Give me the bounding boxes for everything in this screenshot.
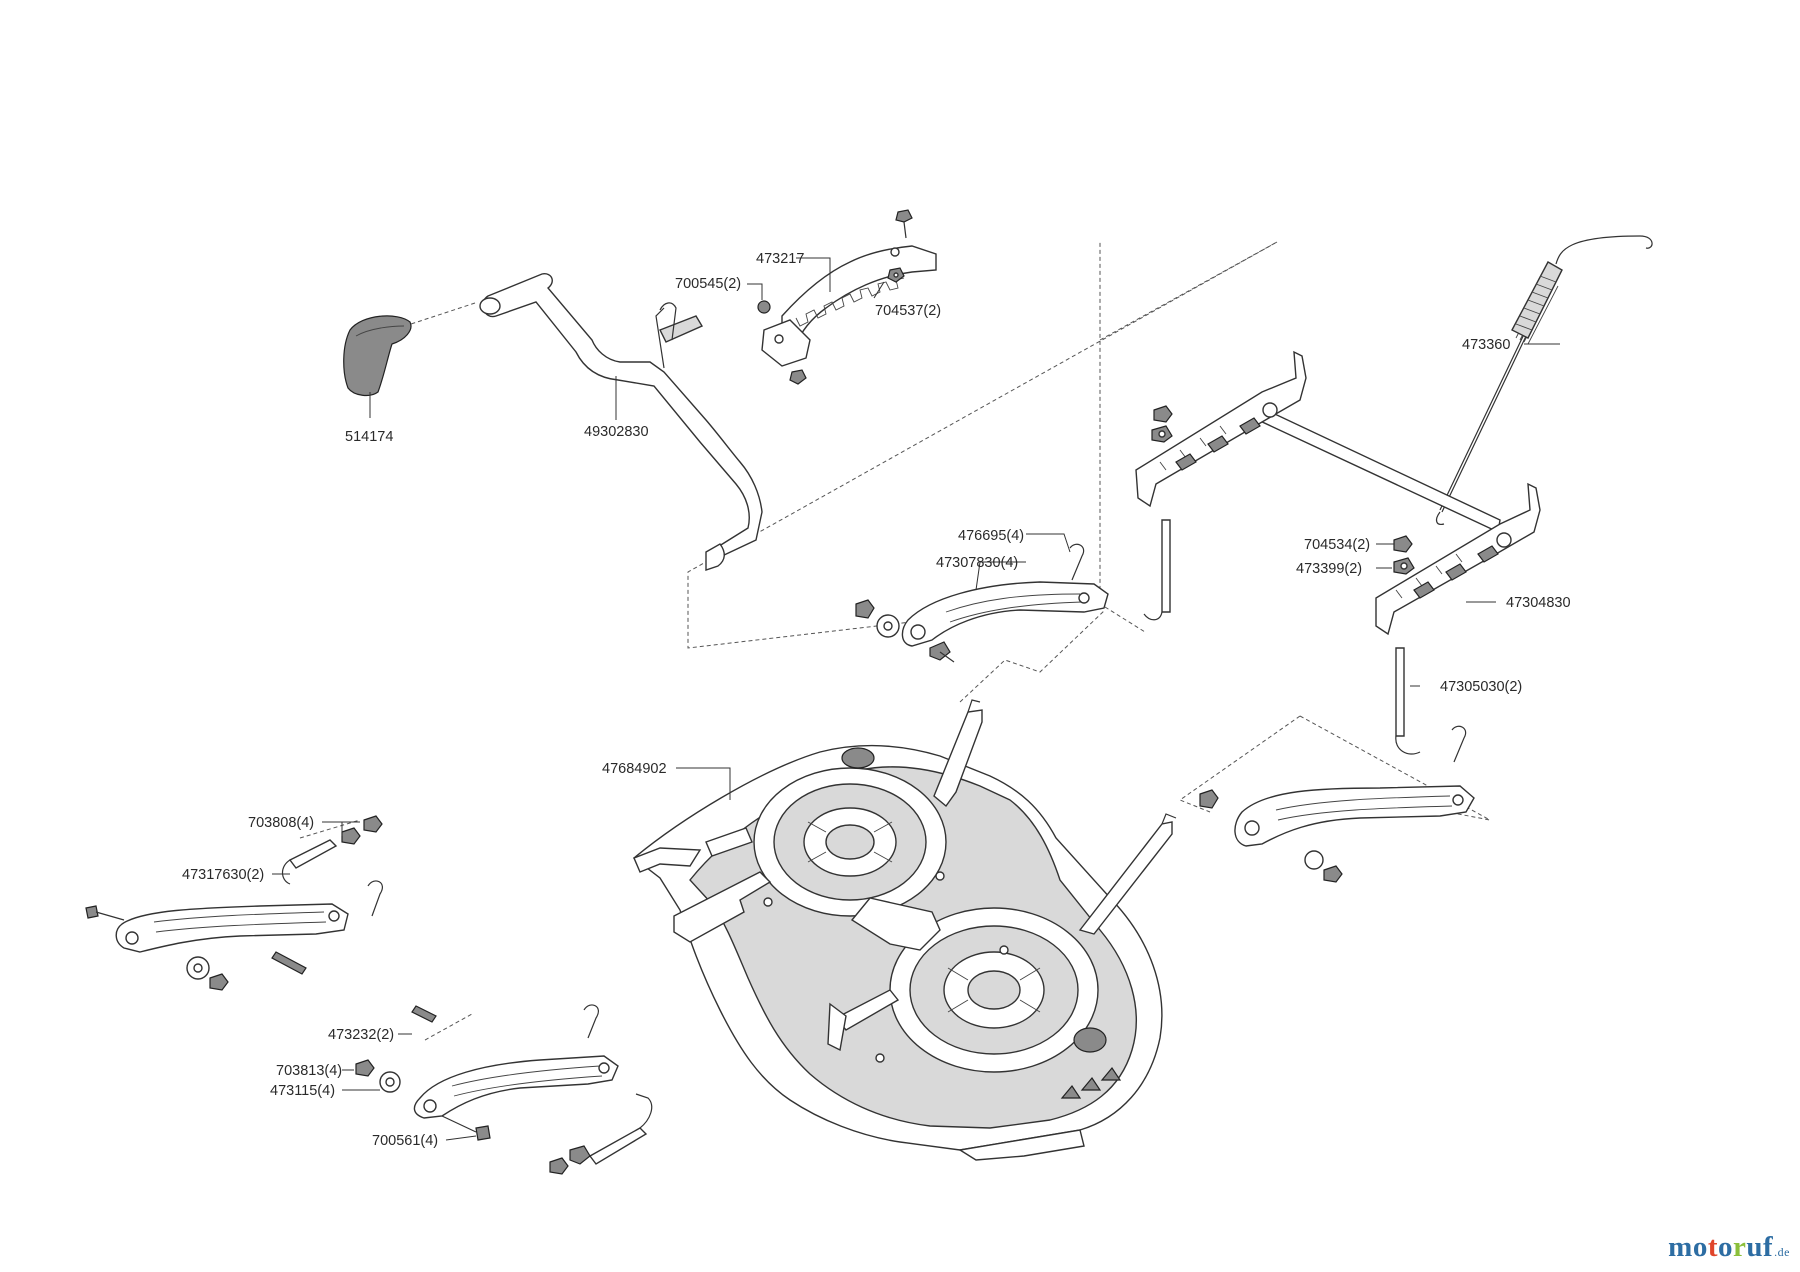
lower-front-hanger-arm-part [355, 1004, 653, 1175]
logo-tld: .de [1774, 1245, 1790, 1259]
logo-text-3: o [1718, 1231, 1733, 1263]
label-514174: 514174 [345, 429, 393, 445]
label-47317630: 47317630(2) [182, 867, 264, 883]
label-47684902: 47684902 [602, 761, 667, 777]
part-number-labels: 514174 49302830 473217 700545(2) 704537(… [182, 251, 1571, 1149]
cross-shaft-assembly [1135, 350, 1541, 636]
right-hanger-arm-part [1199, 725, 1475, 883]
label-473217: 473217 [756, 251, 804, 267]
handle-grip-part [343, 315, 412, 397]
label-473232: 473232(2) [328, 1027, 394, 1043]
mower-deck-part [632, 699, 1177, 1161]
tension-spring-part [1435, 235, 1653, 525]
assembly-guide-lines [299, 241, 1491, 1041]
label-47307830: 47307830(4) [936, 555, 1018, 571]
label-473115: 473115(4) [270, 1083, 335, 1099]
label-700545: 700545(2) [675, 276, 741, 292]
logo-text-2: t [1707, 1231, 1718, 1263]
label-703813: 703813(4) [276, 1063, 342, 1079]
motoruf-logo[interactable]: motoruf.de [1668, 1231, 1790, 1264]
label-473399: 473399(2) [1296, 561, 1362, 577]
label-704534: 704534(2) [1304, 537, 1370, 553]
drop-link-rods [1143, 519, 1421, 755]
leader-lines [272, 257, 1560, 1141]
lift-lever-rod-part [479, 273, 763, 571]
label-473360: 473360 [1462, 337, 1510, 353]
label-476695: 476695(4) [958, 528, 1024, 544]
label-47304830: 47304830 [1506, 595, 1571, 611]
quadrant-hardware [757, 209, 913, 385]
upper-hanger-arm-part [855, 543, 1109, 663]
label-700561: 700561(4) [372, 1133, 438, 1149]
label-703808: 703808(4) [248, 815, 314, 831]
label-704537: 704537(2) [875, 303, 941, 319]
left-front-hanger-arm-part [85, 815, 383, 991]
label-47305030: 47305030(2) [1440, 679, 1522, 695]
logo-text-5: uf [1746, 1231, 1774, 1263]
label-49302830: 49302830 [584, 424, 649, 440]
logo-text-1: mo [1668, 1231, 1708, 1263]
logo-text-4: r [1733, 1231, 1747, 1263]
